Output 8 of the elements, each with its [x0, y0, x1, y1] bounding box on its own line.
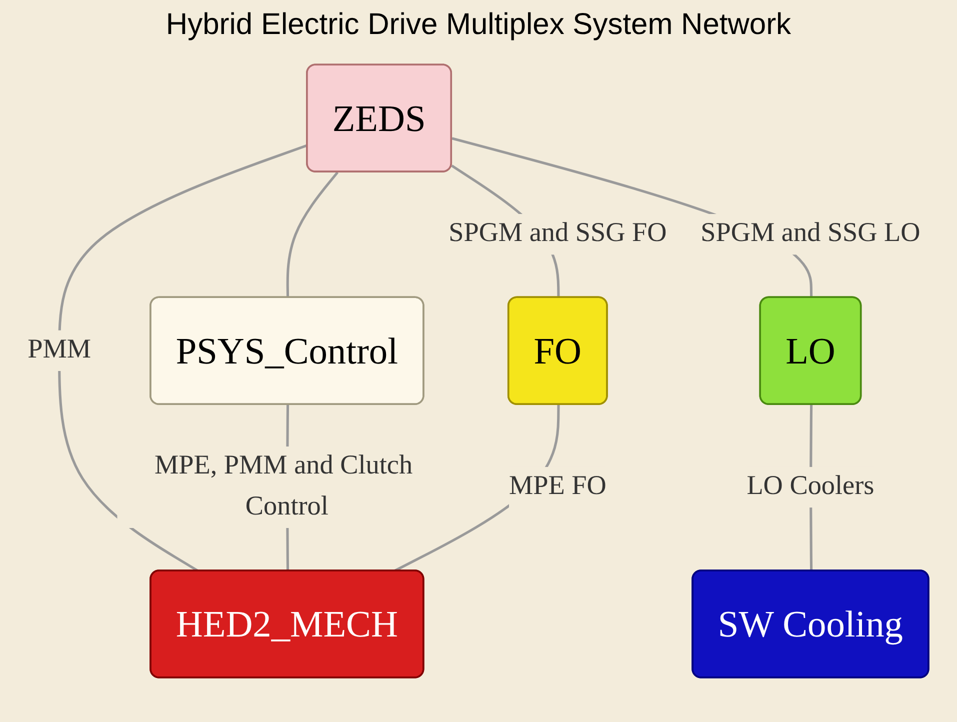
diagram-title: Hybrid Electric Drive Multiplex System Network — [164, 8, 792, 42]
edge-label: PMM — [28, 335, 92, 364]
edge-label: MPE FO — [509, 472, 607, 501]
edge-label: SPGM and SSG FO — [449, 219, 668, 248]
edge-label: MPE, PMM and Clutch Control — [154, 452, 414, 522]
connector — [286, 172, 339, 298]
edge-label: LO Coolers — [747, 472, 875, 501]
edge-label: SPGM and SSG LO — [701, 219, 921, 248]
